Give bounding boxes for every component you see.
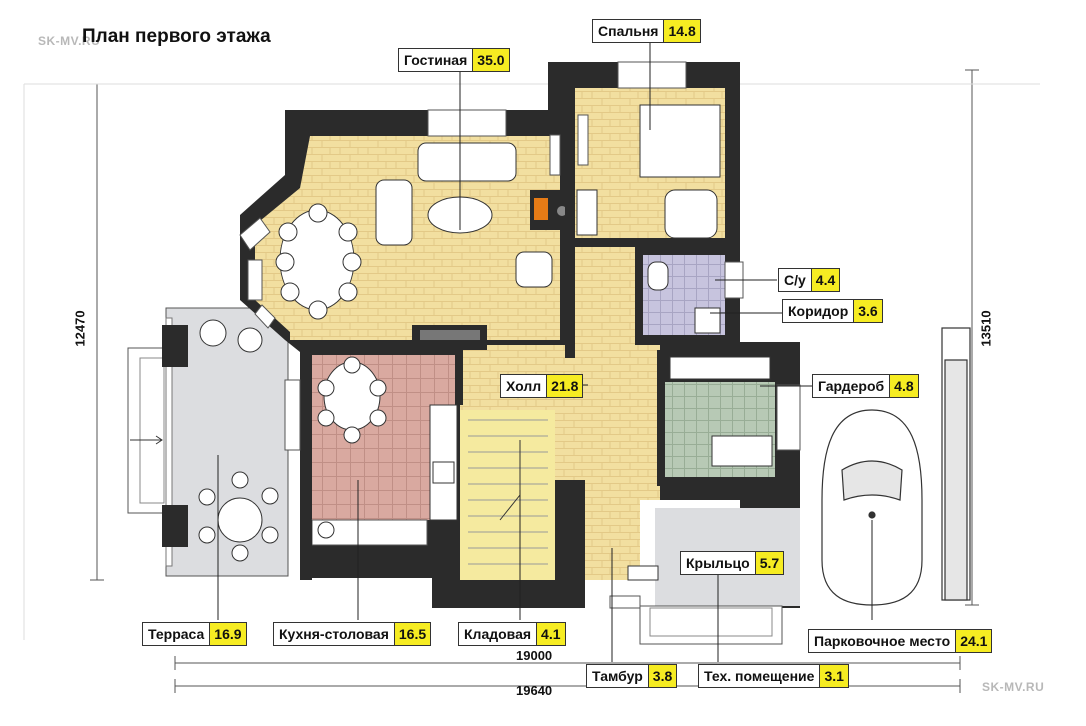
- label-living-area: 35.0: [472, 49, 509, 71]
- label-wc: С/у 4.4: [778, 268, 841, 292]
- label-corridor-name: Коридор: [788, 303, 849, 319]
- label-parking-area: 24.1: [955, 630, 992, 652]
- label-terrace-area: 16.9: [209, 623, 246, 645]
- dimension-height-right: 13510: [978, 310, 994, 347]
- label-corridor-area: 3.6: [853, 300, 882, 322]
- label-porch: Крыльцо 5.7: [680, 551, 785, 575]
- label-wardrobe: Гардероб 4.8: [812, 374, 919, 398]
- leader-lines: [217, 42, 873, 662]
- label-living: Гостиная 35.0: [398, 48, 510, 72]
- label-wardrobe-area: 4.8: [889, 375, 918, 397]
- label-kitchen-name: Кухня-столовая: [279, 626, 389, 642]
- label-hall: Холл 21.8: [500, 374, 584, 398]
- label-porch-name: Крыльцо: [686, 555, 750, 571]
- label-pantry: Кладовая 4.1: [458, 622, 566, 646]
- furniture: [275, 104, 773, 581]
- label-wc-area: 4.4: [810, 269, 840, 291]
- label-parking-name: Парковочное место: [814, 633, 951, 649]
- label-parking: Парковочное место 24.1: [808, 629, 993, 653]
- label-vestibule: Тамбур 3.8: [586, 664, 678, 688]
- label-tech: Тех. помещение 3.1: [698, 664, 849, 688]
- label-tech-name: Тех. помещение: [704, 668, 815, 684]
- dimension-width-inner: 19000: [516, 648, 553, 663]
- label-corridor: Коридор 3.6: [782, 299, 883, 323]
- label-kitchen: Кухня-столовая 16.5: [273, 622, 432, 646]
- car: [821, 327, 971, 606]
- label-bedroom: Спальня 14.8: [592, 19, 701, 43]
- label-vestibule-area: 3.8: [647, 665, 677, 687]
- label-porch-area: 5.7: [754, 552, 784, 574]
- page-title: План первого этажа: [82, 26, 271, 47]
- label-hall-area: 21.8: [546, 375, 583, 397]
- label-living-name: Гостиная: [404, 52, 468, 68]
- label-terrace: Терраса 16.9: [142, 622, 247, 646]
- label-pantry-name: Кладовая: [464, 626, 532, 642]
- label-wardrobe-name: Гардероб: [818, 378, 885, 394]
- label-tech-area: 3.1: [819, 665, 848, 687]
- label-wc-name: С/у: [784, 272, 806, 288]
- label-pantry-area: 4.1: [536, 623, 565, 645]
- dimension-lines: [23, 69, 1040, 693]
- watermark-top: SK-MV.RU: [38, 34, 101, 48]
- label-bedroom-area: 14.8: [663, 20, 700, 42]
- terrace: [127, 307, 289, 577]
- label-kitchen-area: 16.5: [393, 623, 431, 645]
- label-hall-name: Холл: [506, 378, 542, 394]
- dimension-height-left: 12470: [72, 310, 88, 347]
- label-vestibule-name: Тамбур: [592, 668, 643, 684]
- label-terrace-name: Терраса: [148, 626, 205, 642]
- watermark-bottom: SK-MV.RU: [982, 680, 1045, 694]
- label-bedroom-name: Спальня: [598, 23, 659, 39]
- dimension-width-outer: 19640: [516, 683, 553, 698]
